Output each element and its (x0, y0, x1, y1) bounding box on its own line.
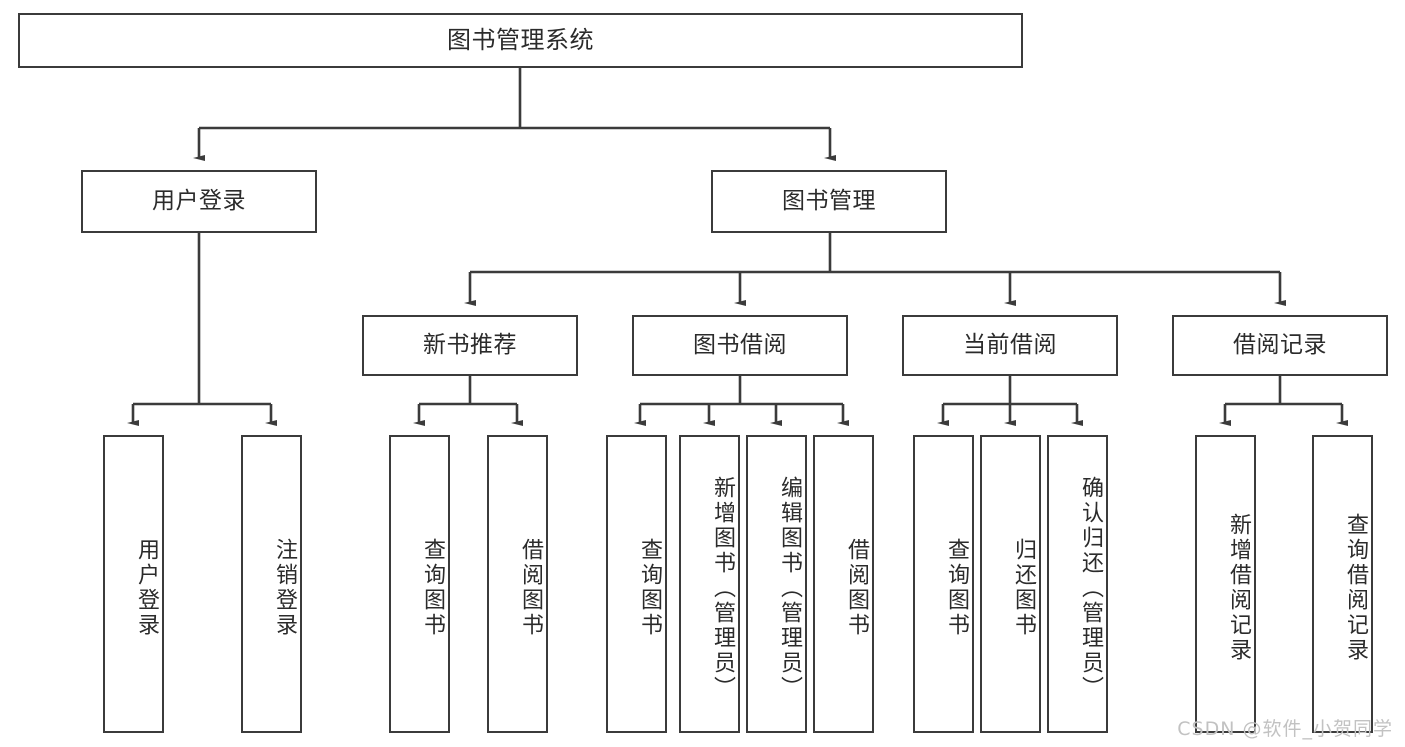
leaf-current-borrow-query[interactable]: 查询图书 (913, 435, 974, 733)
node-current-borrow[interactable]: 当前借阅 (902, 315, 1118, 376)
node-book-management[interactable]: 图书管理 (711, 170, 947, 233)
leaf-current-borrow-return[interactable]: 归还图书 (980, 435, 1041, 733)
leaf-book-borrow-edit-admin[interactable]: 编辑图书（管理员） (746, 435, 807, 733)
node-root-system[interactable]: 图书管理系统 (18, 13, 1023, 68)
leaf-new-book-borrow[interactable]: 借阅图书 (487, 435, 548, 733)
node-book-borrow[interactable]: 图书借阅 (632, 315, 848, 376)
leaf-borrow-record-query[interactable]: 查询借阅记录 (1312, 435, 1373, 733)
leaf-book-borrow-query[interactable]: 查询图书 (606, 435, 667, 733)
leaf-borrow-record-add[interactable]: 新增借阅记录 (1195, 435, 1256, 733)
leaf-user-login-logout[interactable]: 注销登录 (241, 435, 302, 733)
leaf-new-book-query[interactable]: 查询图书 (389, 435, 450, 733)
leaf-book-borrow-borrow[interactable]: 借阅图书 (813, 435, 874, 733)
node-user-login[interactable]: 用户登录 (81, 170, 317, 233)
leaf-current-borrow-confirm-admin[interactable]: 确认归还（管理员） (1047, 435, 1108, 733)
leaf-user-login-login[interactable]: 用户登录 (103, 435, 164, 733)
csdn-watermark: CSDN @软件_小贺同学 (1177, 718, 1393, 740)
node-borrow-record[interactable]: 借阅记录 (1172, 315, 1388, 376)
leaf-book-borrow-add-admin[interactable]: 新增图书（管理员） (679, 435, 740, 733)
node-new-book-recommend[interactable]: 新书推荐 (362, 315, 578, 376)
